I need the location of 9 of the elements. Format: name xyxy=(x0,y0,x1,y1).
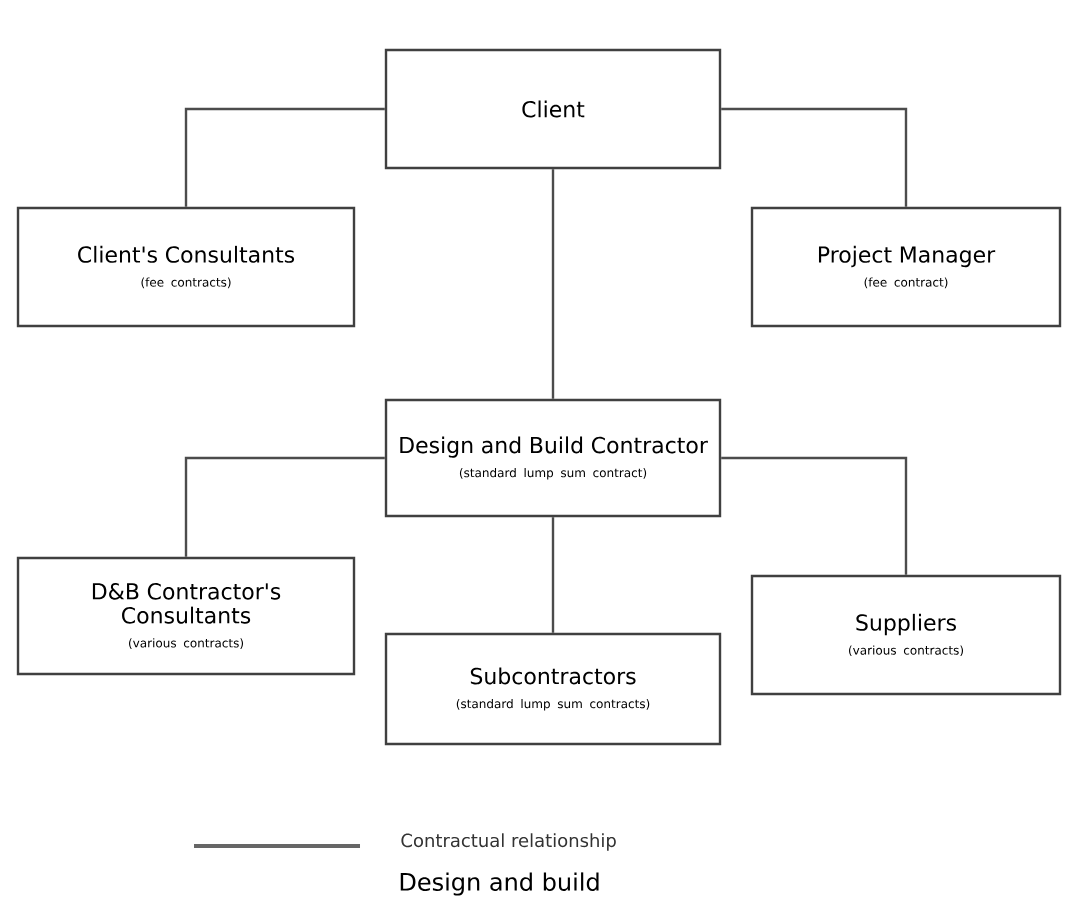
legend-text: Contractual relationship xyxy=(401,833,616,851)
connector-line xyxy=(721,107,908,207)
connector-line xyxy=(184,456,385,557)
connector-line xyxy=(551,169,555,399)
connector-line xyxy=(184,107,385,207)
connector-line xyxy=(551,517,555,633)
connector-line xyxy=(721,456,908,575)
org-box: Client xyxy=(384,48,722,170)
caption: Design and build xyxy=(400,872,599,896)
